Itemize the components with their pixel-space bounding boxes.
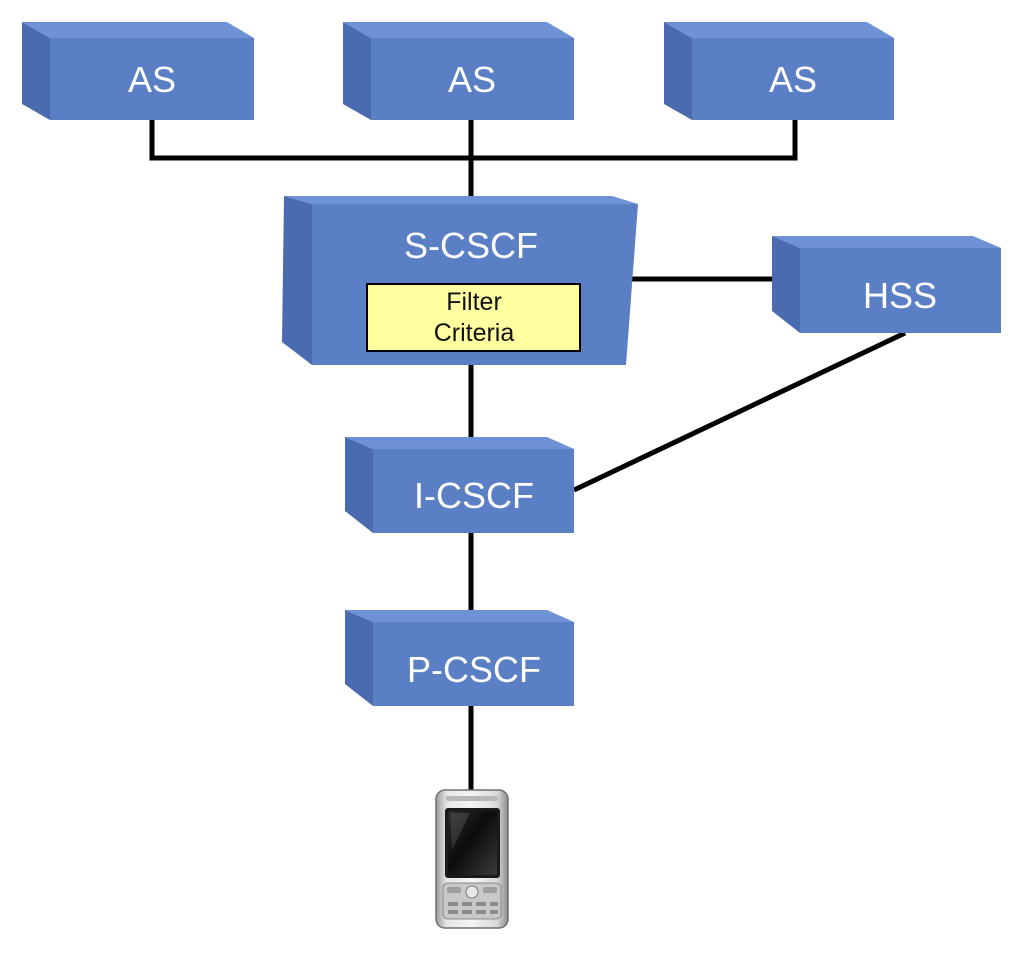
connections [149,118,907,792]
filter-criteria-line1: Filter [446,288,502,316]
as-label-3: AS [769,59,817,100]
as-node-1: AS [22,22,254,120]
as-label-2: AS [448,59,496,100]
as-node-3: AS [664,22,894,120]
i-cscf-label: I-CSCF [414,475,534,516]
link-hss-icscf [572,330,907,493]
as-node-2: AS [343,22,574,120]
as-label-1: AS [128,59,176,100]
s-cscf-node: S-CSCF Filter Criteria [282,196,638,365]
p-cscf-label: P-CSCF [407,649,541,690]
hss-node: HSS [772,236,1001,333]
filter-criteria-line2: Criteria [434,319,515,347]
hss-label: HSS [863,275,937,316]
i-cscf-node: I-CSCF [345,437,574,533]
s-cscf-label: S-CSCF [404,225,538,266]
filter-criteria-box: Filter Criteria [366,283,581,352]
p-cscf-node: P-CSCF [345,610,574,706]
mobile-phone-icon [435,789,509,929]
